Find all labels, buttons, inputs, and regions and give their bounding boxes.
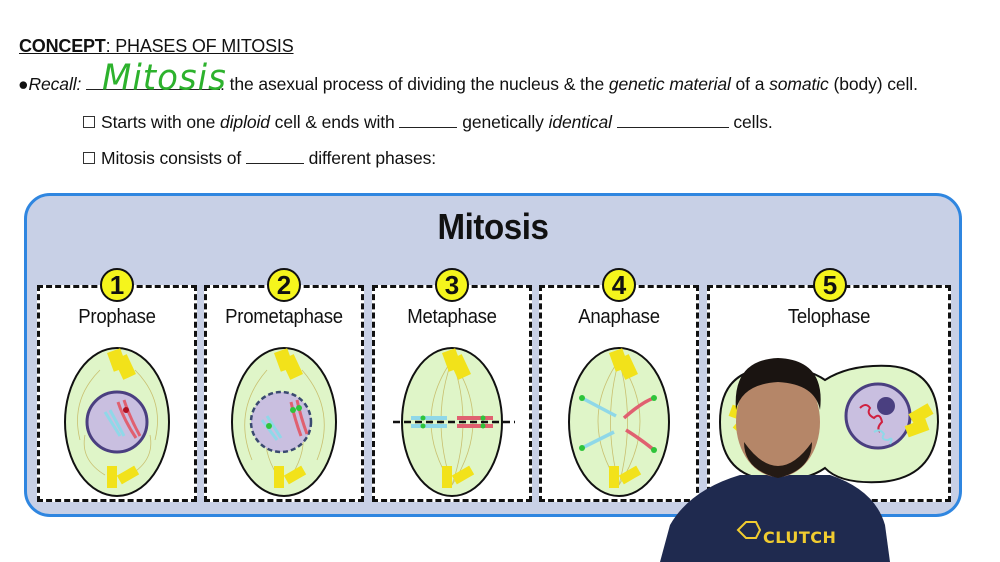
blank-1 (399, 113, 458, 128)
phase-name: Anaphase (578, 306, 660, 328)
phase-number-badge: 3 (435, 268, 469, 302)
phase-number-badge: 5 (813, 268, 847, 302)
sub1-text-d: cells. (728, 112, 773, 132)
recall-text-3: (body) cell. (828, 74, 918, 94)
shirt-logo-text: CLUTCH (763, 528, 837, 547)
sub1-text-b: cell & ends with (269, 112, 400, 132)
sub2-text-a: Mitosis consists of (101, 148, 246, 168)
bullet: ● (18, 74, 29, 94)
recall-italic-2: somatic (769, 74, 829, 94)
phase-number-badge: 1 (100, 268, 134, 302)
sub-point-1: Starts with one diploid cell & ends with… (83, 112, 773, 133)
sub1-italic-a: diploid (220, 112, 270, 132)
concept-label: CONCEPT (19, 36, 106, 56)
phase-card-anaphase: 4 Anaphase (539, 268, 699, 502)
prophase-cell-illustration (64, 347, 170, 497)
diagram-title: Mitosis (437, 206, 549, 247)
phase-name: Telophase (787, 306, 871, 328)
phase-card-metaphase: 3 Metaphase (372, 268, 532, 502)
recall-italic-1: genetic material (608, 74, 731, 94)
checkbox-icon (83, 116, 95, 128)
metaphase-cell-illustration (393, 347, 515, 497)
recall-text-2: of a (730, 74, 770, 94)
concept-title: : PHASES OF MITOSIS (105, 36, 294, 56)
phase-card-prometaphase: 2 Prometaphase (204, 268, 364, 502)
phase-name: Prometaphase (225, 306, 343, 328)
recall-line: ●Recall: : the asexual process of dividi… (18, 74, 918, 95)
checkbox-icon (83, 152, 95, 164)
phase-card-prophase: 1 Prophase (37, 268, 197, 502)
phase-name: Prophase (78, 306, 156, 328)
presenter-video (660, 358, 890, 562)
phase-name: Metaphase (407, 306, 497, 328)
anaphase-cell-illustration (568, 347, 670, 497)
phase-number-badge: 2 (267, 268, 301, 302)
prometaphase-cell-illustration (231, 347, 337, 497)
blank-2 (616, 113, 729, 128)
recall-label: Recall: (28, 74, 82, 94)
sub1-italic-b: identical (548, 112, 612, 132)
recall-text-1: : the asexual process of dividing the nu… (220, 74, 609, 94)
blank-3 (245, 149, 304, 164)
sub2-text-b: different phases: (303, 148, 436, 168)
clutch-logo-icon (736, 521, 762, 539)
phase-number-badge: 4 (602, 268, 636, 302)
sub1-text-a: Starts with one (101, 112, 221, 132)
sub1-text-c: genetically (457, 112, 549, 132)
answer-blank (86, 75, 221, 90)
handwritten-answer: Mitosis (102, 57, 227, 99)
concept-heading: CONCEPT: PHASES OF MITOSIS (19, 36, 294, 57)
sub-point-2: Mitosis consists of different phases: (83, 148, 436, 169)
